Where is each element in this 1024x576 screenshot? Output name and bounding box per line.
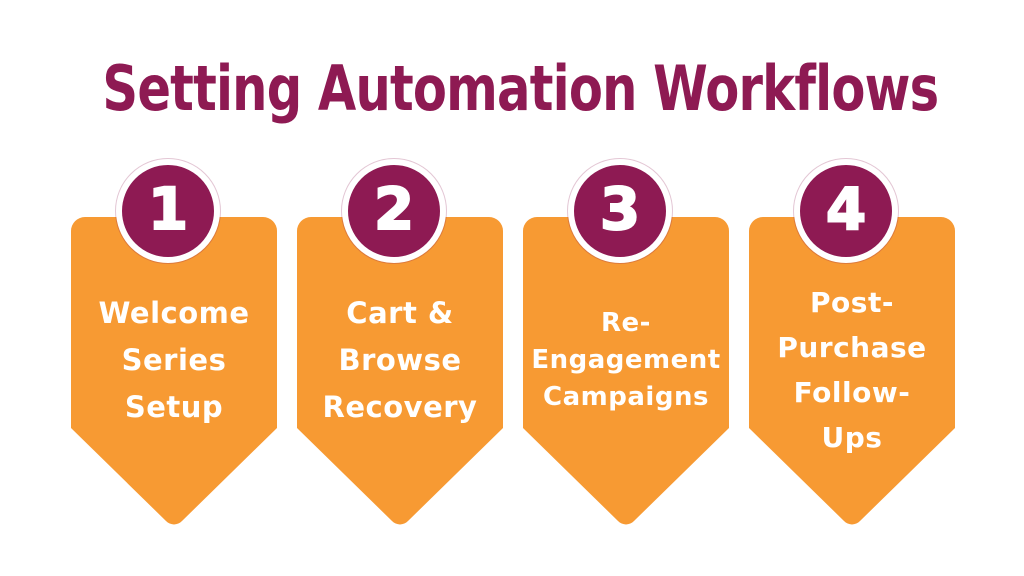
step-number: 4 [825, 175, 867, 243]
step-label: Cart & Browse Recovery [301, 290, 499, 431]
step-number-badge: 4 [794, 159, 898, 263]
step-label-line: Cart & [346, 296, 454, 330]
step-card-3: 3 Re- Engagement Campaigns [523, 159, 729, 528]
step-label-line: Post- [810, 286, 894, 319]
step-label-line: Campaigns [543, 382, 709, 412]
pennant-shape [297, 217, 503, 525]
step-card-1: 1 Welcome Series Setup [71, 159, 277, 528]
step-label-line: Setup [124, 390, 224, 424]
step-number-badge: 2 [342, 159, 446, 263]
step-number-badge: 1 [116, 159, 220, 263]
step-label: Post- Purchase Follow- Ups [753, 280, 951, 460]
step-label-line: Ups [821, 421, 883, 454]
pennant-shape [523, 217, 729, 525]
pennant-shape [71, 217, 277, 525]
pennant-shape [749, 217, 955, 525]
step-number: 1 [147, 175, 189, 243]
step-card-4: 4 Post- Purchase Follow- Ups [749, 159, 955, 528]
step-card-2: 2 Cart & Browse Recovery [297, 159, 503, 528]
page-title: Setting Automation Workflows [102, 52, 939, 125]
step-label-line: Follow- [793, 376, 911, 409]
step-label-line: Purchase [777, 331, 927, 364]
step-label-line: Browse [338, 343, 462, 377]
step-label-line: Recovery [322, 390, 478, 424]
step-label: Welcome Series Setup [75, 290, 273, 431]
step-label-line: Engagement [531, 345, 721, 375]
step-number: 2 [373, 175, 415, 243]
step-number-badge: 3 [568, 159, 672, 263]
step-label-line: Series [121, 343, 227, 377]
step-label-line: Re- [601, 308, 651, 338]
step-label-line: Welcome [98, 296, 250, 330]
step-number: 3 [599, 175, 641, 243]
step-label: Re- Engagement Campaigns [527, 305, 725, 416]
